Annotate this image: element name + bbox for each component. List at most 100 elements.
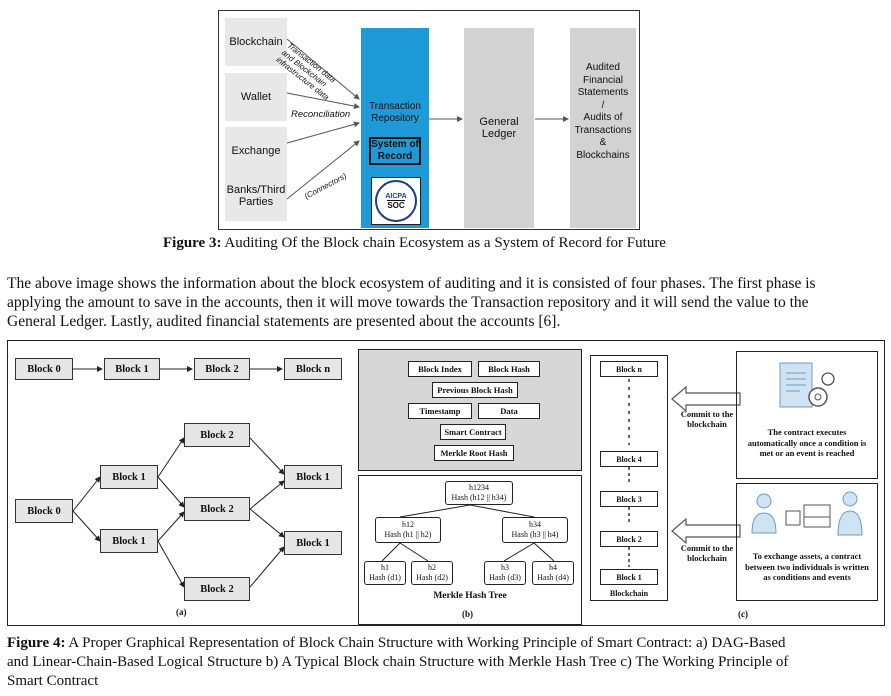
merkle-root-hash: Merkle Root Hash <box>434 445 514 461</box>
audit-line: / <box>601 99 605 111</box>
caption-line: Smart Contract <box>7 673 99 689</box>
dag-block-2c: Block 2 <box>184 577 250 601</box>
caption-text: Auditing Of the Block chain Ecosystem as… <box>221 235 666 251</box>
chain-block-1: Block 1 <box>600 569 658 585</box>
paragraph-line: applying the amount to save in the accou… <box>7 294 809 311</box>
commit-arrows <box>671 385 741 545</box>
panel-a-label: (a) <box>176 607 187 617</box>
panel-b-label: (b) <box>462 609 473 619</box>
paragraph-line: The above image shows the information ab… <box>7 275 816 292</box>
smart-contract: Smart Contract <box>440 424 506 440</box>
source-label: Blockchain <box>229 36 283 48</box>
audit-line: Audits of <box>583 112 623 123</box>
node-hash: Hash (h1 || h2) <box>384 530 432 539</box>
timestamp: Timestamp <box>408 403 472 419</box>
chain-block-1: Block 1 <box>104 358 160 380</box>
fig3-arrows <box>286 38 569 200</box>
contract-exchange-text: To exchange assets, a contract between t… <box>745 551 869 582</box>
commit-label-bottom: Commit to the blockchain <box>680 543 734 563</box>
contract-execution-box <box>736 351 878 479</box>
figure-3: Blockchain Wallet Exchange Banks/Third P… <box>218 10 640 230</box>
source-exchange: Exchange <box>225 127 287 175</box>
aicpa-soc-badge: AICPA SOC <box>371 177 421 225</box>
system-of-record: System of Record <box>369 137 421 165</box>
node-hash: Hash (h12 || h34) <box>451 493 507 502</box>
caption-line: Figure 4: A Proper Graphical Representat… <box>7 634 887 653</box>
audit-line: & <box>599 137 607 148</box>
dag-block-3a: Block 1 <box>284 465 342 489</box>
caption-label: Figure 4: <box>7 635 66 651</box>
panel-a-arrows <box>72 366 285 588</box>
figure-4-caption: Figure 4: A Proper Graphical Representat… <box>7 634 887 691</box>
node-name: h3 <box>501 563 509 572</box>
source-banks: Banks/Third Parties <box>225 171 287 221</box>
contract-document-icon <box>779 362 835 408</box>
chain-block-2: Block 2 <box>194 358 250 380</box>
blockchain-column <box>590 355 668 601</box>
caption-line: and Linear-Chain-Based Logical Structure… <box>7 654 789 670</box>
repository-title: Transaction Repository <box>369 101 421 124</box>
commit-label-top: Commit to the blockchain <box>680 409 734 429</box>
node-hash: Hash (d1) <box>369 573 401 582</box>
two-parties-icon <box>751 491 863 536</box>
chain-links <box>628 379 630 567</box>
node-name: h1234 <box>469 483 489 492</box>
dag-block-3b: Block 1 <box>284 531 342 555</box>
audit-line: Statements <box>577 87 629 98</box>
node-name: h2 <box>428 563 436 572</box>
node-name: h34 <box>529 520 541 529</box>
node-name: h4 <box>549 563 557 572</box>
node-name: h12 <box>402 520 414 529</box>
block-hash: Block Hash <box>478 361 540 377</box>
node-hash: Hash (h3 || h4) <box>511 530 559 539</box>
block-index: Block Index <box>408 361 472 377</box>
figure-3-caption: Figure 3: Auditing Of the Block chain Ec… <box>163 235 666 252</box>
general-ledger: General Ledger <box>464 28 534 228</box>
figure-4: Block 0 Block 1 Block 2 Block n Block 0 … <box>7 340 885 626</box>
merkle-tree-lines <box>381 504 555 562</box>
badge-top-text: AICPA <box>385 192 407 200</box>
node-name: h1 <box>381 563 389 572</box>
chain-block-3: Block 3 <box>600 491 658 507</box>
dag-block-1b: Block 1 <box>100 529 158 553</box>
audit-line: Blockchains <box>576 149 630 161</box>
chain-block-4: Block 4 <box>600 451 658 467</box>
chain-block-0: Block 0 <box>15 358 73 380</box>
blockchain-label: Blockchain <box>609 589 649 598</box>
dag-block-0: Block 0 <box>15 499 73 523</box>
source-wallet: Wallet <box>225 73 287 121</box>
chain-block-2: Block 2 <box>600 531 658 547</box>
audit-line: Financial <box>582 74 624 86</box>
node-hash: Hash (d3) <box>489 573 521 582</box>
panel-c-label: (c) <box>738 609 748 619</box>
chain-block-n: Block n <box>600 361 658 377</box>
source-label: Wallet <box>240 91 272 103</box>
dag-block-2b: Block 2 <box>184 497 250 521</box>
source-blockchain: Blockchain <box>225 18 287 66</box>
merkle-tree-panel <box>358 475 582 625</box>
caption-text: A Proper Graphical Representation of Blo… <box>65 635 786 651</box>
contract-execution-text: The contract executes automatically once… <box>747 427 867 458</box>
dag-block-1a: Block 1 <box>100 465 158 489</box>
caption-label: Figure 3: <box>163 235 222 251</box>
previous-block-hash: Previous Block Hash <box>432 382 518 398</box>
node-hash: Hash (d2) <box>416 573 448 582</box>
paragraph-line: General Ledger. Lastly, audited financia… <box>7 313 561 330</box>
body-paragraph: The above image shows the information ab… <box>7 274 887 331</box>
contract-exchange-box <box>736 483 878 601</box>
node-hash: Hash (d4) <box>537 573 569 582</box>
audit-line: Audited <box>586 62 620 73</box>
ledger-label: General Ledger <box>479 116 519 140</box>
source-label: Banks/Third Parties <box>226 184 286 208</box>
chain-block-n: Block n <box>284 358 342 380</box>
source-label: Exchange <box>231 145 281 157</box>
badge-bottom-text: SOC <box>387 199 405 210</box>
arrow-label-reconciliation: Reconciliation <box>291 109 351 120</box>
